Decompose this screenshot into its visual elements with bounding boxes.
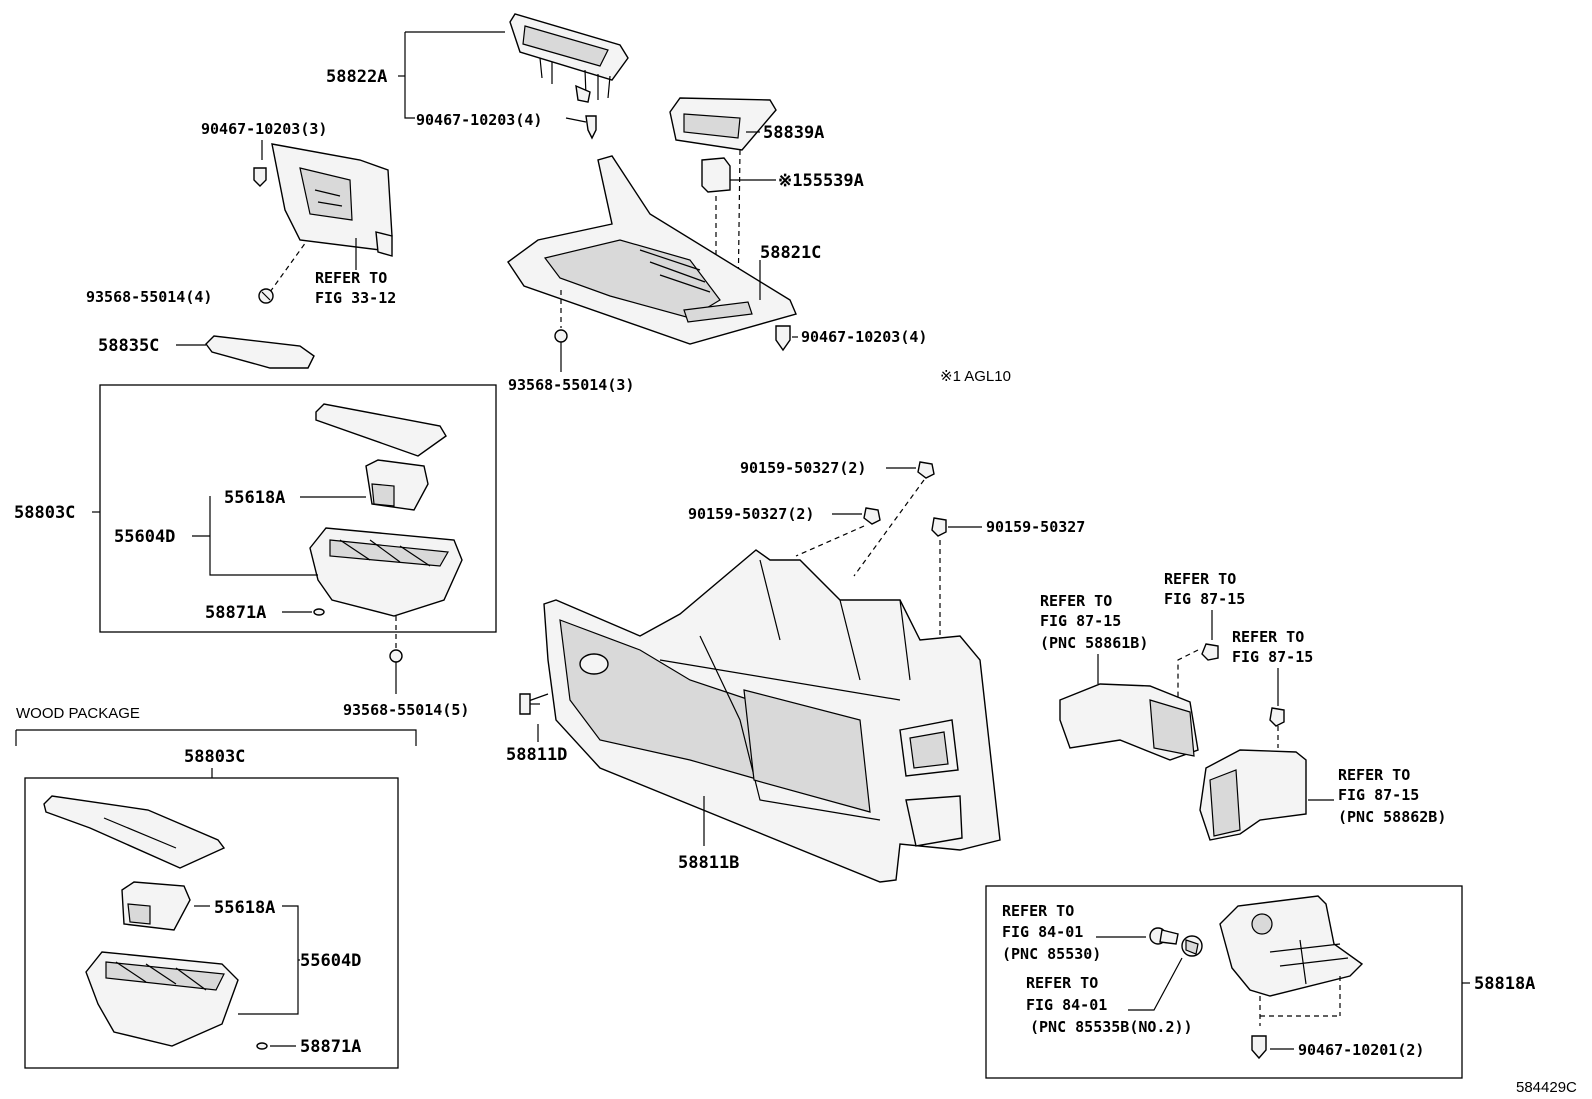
label-58803C-b: 58803C — [184, 747, 245, 767]
group-box-58818A — [985, 885, 1463, 1079]
part-58821C-console-panel — [507, 155, 797, 345]
label-58803C-a: 58803C — [14, 503, 75, 523]
label-refer87c-2: FIG 87-15 — [1232, 648, 1313, 666]
leader-refer84b — [1128, 957, 1183, 1011]
label-refer87a-2: FIG 87-15 — [1040, 612, 1121, 630]
label-90467-10203-3: 90467-10203(3) — [201, 120, 327, 138]
label-58818A: 58818A — [1474, 974, 1535, 994]
leader-58822A-bracket — [404, 32, 415, 119]
part-58835C-pad — [205, 335, 315, 369]
socket-85530 — [1149, 927, 1179, 945]
label-refer84a-2: FIG 84-01 — [1002, 923, 1083, 941]
label-90159-50327-2a: 90159-50327(2) — [740, 459, 866, 477]
label-58835C: 58835C — [98, 336, 159, 356]
label-90159-50327: 90159-50327 — [986, 518, 1085, 536]
label-refer87c-1: REFER TO — [1232, 628, 1304, 646]
label-90467-10203-4a: 90467-10203(4) — [416, 111, 542, 129]
part-58818A-tray — [1219, 895, 1364, 997]
label-refer33-2: FIG 33-12 — [315, 289, 396, 307]
label-90467-10203-4b: 90467-10203(4) — [801, 328, 927, 346]
label-58821C: 58821C — [760, 243, 821, 263]
label-refer87d-3: (PNC 58862B) — [1338, 808, 1446, 826]
screw-icon — [863, 507, 881, 525]
bracket-55604D-b — [238, 905, 299, 1015]
label-refer84b-1: REFER TO — [1026, 974, 1098, 992]
leader-90467-4a — [565, 117, 587, 123]
label-55604D-b: 55604D — [300, 951, 361, 971]
label-refer87d-2: FIG 87-15 — [1338, 786, 1419, 804]
screw-icon — [931, 517, 947, 537]
label-55604D-a: 55604D — [114, 527, 175, 547]
label-refer84b-3: (PNC 85535B(NO.2)) — [1030, 1018, 1193, 1036]
label-93568-55014-4: 93568-55014(4) — [86, 288, 212, 306]
label-58811B: 58811B — [678, 853, 739, 873]
label-58822A: 58822A — [326, 67, 387, 87]
label-refer84a-3: (PNC 85530) — [1002, 945, 1101, 963]
duct-58862B — [1199, 749, 1307, 841]
label-58871A-b: 58871A — [300, 1037, 361, 1057]
label-55618A-b: 55618A — [214, 898, 275, 918]
clip-icon — [519, 693, 540, 715]
screw-icon — [389, 649, 403, 672]
bracket-wood-package — [15, 729, 417, 746]
part-55539A — [701, 157, 731, 193]
dash-refer87b — [1177, 649, 1199, 700]
label-93568-55014-5: 93568-55014(5) — [343, 701, 469, 719]
shift-bezel-part — [271, 143, 393, 257]
label-note-agl10: ※1 AGL10 — [940, 368, 1011, 385]
label-refer84b-2: FIG 84-01 — [1026, 996, 1107, 1014]
dash-console-screws — [795, 479, 941, 840]
duct-58861B — [1059, 683, 1199, 761]
label-refer87a-3: (PNC 58861B) — [1040, 634, 1148, 652]
label-58811D: 58811D — [506, 745, 567, 765]
bracket-55604D-a — [209, 496, 318, 576]
group-box-58803C — [99, 384, 497, 633]
clip-icon — [775, 325, 791, 352]
label-58839A: 58839A — [763, 123, 824, 143]
armrest-lid — [315, 403, 447, 457]
socket-85535B — [1181, 935, 1203, 957]
label-refer84a-1: REFER TO — [1002, 902, 1074, 920]
label-wood-package: WOOD PACKAGE — [16, 705, 140, 722]
part-58871A-b — [256, 1042, 268, 1050]
part-58822A-tray — [509, 13, 629, 103]
label-refer87d-1: REFER TO — [1338, 766, 1410, 784]
clip-icon — [253, 167, 267, 187]
label-90159-50327-2b: 90159-50327(2) — [688, 505, 814, 523]
screw-icon — [1201, 643, 1219, 661]
group-box-58803C-wood — [24, 777, 399, 1069]
part-55618A-b — [121, 881, 191, 931]
screw-icon — [258, 288, 274, 304]
clip-icon — [585, 115, 597, 140]
label-refer87a-1: REFER TO — [1040, 592, 1112, 610]
dash-58818A — [1259, 976, 1341, 1026]
label-93568-55014-3: 93568-55014(3) — [508, 376, 634, 394]
screw-icon — [554, 329, 568, 352]
part-58811B-console-body — [543, 549, 1001, 883]
screw-icon — [1269, 707, 1285, 727]
label-refer87b-1: REFER TO — [1164, 570, 1236, 588]
part-55618A-a — [365, 459, 429, 511]
label-55539A: ※155539A — [778, 171, 864, 191]
diagram-id: 584429C — [1516, 1079, 1577, 1096]
part-58871A-a — [313, 608, 325, 616]
part-58839A — [669, 97, 777, 151]
screw-icon — [917, 461, 935, 479]
label-58871A-a: 58871A — [205, 603, 266, 623]
label-refer87b-2: FIG 87-15 — [1164, 590, 1245, 608]
leader-93568-4 — [269, 241, 307, 293]
part-55604D-a — [309, 527, 463, 617]
clip-icon — [1251, 1035, 1267, 1060]
label-refer33-1: REFER TO — [315, 269, 387, 287]
label-90467-10201-2: 90467-10201(2) — [1298, 1041, 1424, 1059]
label-55618A-a: 55618A — [224, 488, 285, 508]
armrest-lid-wood — [43, 795, 226, 869]
part-55604D-b — [85, 951, 239, 1047]
